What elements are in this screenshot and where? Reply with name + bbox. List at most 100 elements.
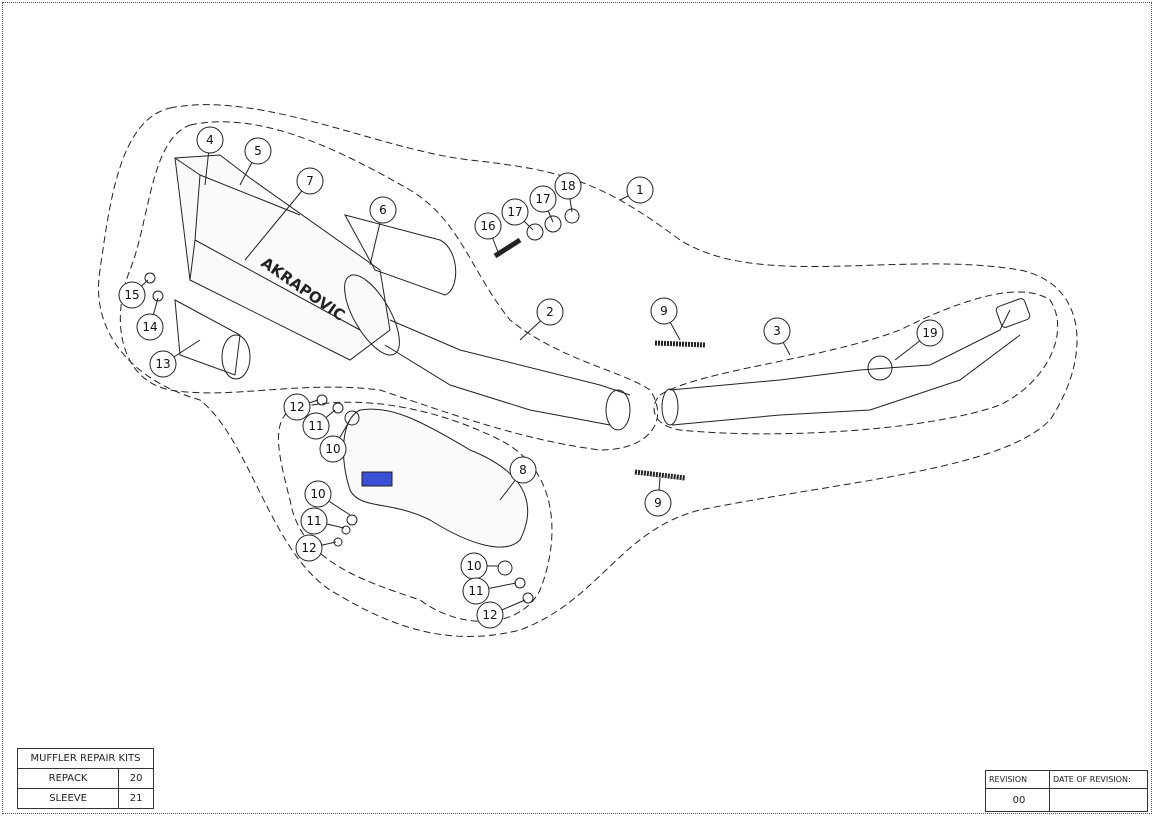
callout-circle (474, 212, 502, 240)
callout-10: 10 (319, 419, 351, 463)
callout-circle (462, 577, 490, 605)
callout-number: 4 (206, 133, 214, 147)
callout-number: 10 (466, 559, 481, 573)
callout-circle (916, 319, 944, 347)
callout-circle (244, 137, 272, 165)
callout-circle (283, 393, 311, 421)
callout-circle (476, 601, 504, 629)
callout-number: 16 (480, 219, 495, 233)
callout-11: 11 (462, 577, 517, 605)
callout-number: 7 (306, 174, 314, 188)
callout-number: 10 (325, 442, 340, 456)
washer-14 (152, 290, 164, 302)
callout-circle (300, 507, 328, 535)
callout-11: 11 (300, 507, 345, 535)
callout-7: 7 (244, 167, 324, 261)
callout-circle (369, 196, 397, 224)
callout-number: 17 (507, 205, 522, 219)
leader-line (244, 180, 311, 261)
callout-circle (536, 298, 564, 326)
callout-number: 12 (482, 608, 497, 622)
callout-number: 8 (519, 463, 527, 477)
washer-17b (544, 215, 562, 233)
date-of-revision-header: DATE OF REVISION: (1049, 770, 1148, 789)
callout-circle (763, 317, 791, 345)
callout-number: 17 (535, 192, 550, 206)
callout-number: 13 (155, 357, 170, 371)
callout-1: 1 (619, 176, 654, 204)
callout-5: 5 (239, 137, 272, 186)
spring-9-top (654, 340, 706, 348)
callout-circle (644, 489, 672, 517)
washer-17 (526, 223, 544, 241)
callout-9: 9 (650, 297, 681, 341)
endcap-13-opening (221, 334, 251, 380)
nut-15 (144, 272, 156, 284)
callout-number: 3 (773, 324, 781, 338)
group-outline-heatshield (278, 401, 553, 622)
kit-value: 21 (118, 788, 154, 809)
bracket-6 (344, 214, 457, 296)
callout-circle (302, 412, 330, 440)
callout-8: 8 (499, 456, 537, 501)
callout-17: 17 (529, 185, 557, 223)
callout-number: 11 (306, 514, 321, 528)
callout-number: 1 (636, 183, 644, 197)
callout-6: 6 (369, 196, 397, 266)
kit-label: SLEEVE (16, 788, 120, 809)
date-of-revision-value (1049, 788, 1148, 812)
callout-number: 9 (660, 304, 668, 318)
callout-number: 6 (379, 203, 387, 217)
bolt-16 (493, 237, 522, 259)
header-flange (995, 298, 1031, 328)
group-outline-header (653, 291, 1059, 435)
callout-number: 12 (289, 400, 304, 414)
callout-circle (149, 350, 177, 378)
callout-number: 12 (301, 541, 316, 555)
callout-17: 17 (501, 198, 534, 231)
callout-circle (650, 297, 678, 325)
callout-10: 10 (460, 552, 498, 580)
callout-10: 10 (304, 480, 351, 516)
callout-number: 11 (308, 419, 323, 433)
callout-number: 15 (124, 288, 139, 302)
callout-9: 9 (644, 477, 672, 517)
callout-circle (196, 126, 224, 154)
revision-value: 00 (985, 788, 1050, 812)
callout-3: 3 (763, 317, 791, 356)
callout-12: 12 (476, 599, 526, 629)
callout-circle (319, 435, 347, 463)
revision-header: REVISION (985, 770, 1050, 789)
callout-12: 12 (295, 534, 337, 562)
callout-11: 11 (302, 409, 336, 440)
callout-circle (304, 480, 332, 508)
heat-shield-badge (361, 471, 393, 487)
callout-number: 11 (468, 584, 483, 598)
group-outline-silencer (119, 121, 659, 451)
endcap-13 (174, 299, 241, 376)
callout-13: 13 (149, 339, 201, 378)
link-pipe-outlet (605, 389, 631, 431)
callout-number: 10 (310, 487, 325, 501)
repair-kits-title: MUFFLER REPAIR KITS (17, 748, 154, 769)
callout-number: 9 (654, 496, 662, 510)
link-pipe (384, 319, 631, 426)
callout-circle (529, 185, 557, 213)
callout-12: 12 (283, 393, 319, 421)
callout-number: 5 (254, 144, 262, 158)
callout-number: 19 (922, 326, 937, 340)
kit-value: 20 (118, 768, 154, 789)
callout-4: 4 (196, 126, 224, 186)
kit-label: REPACK (16, 768, 120, 789)
callout-16: 16 (474, 212, 502, 253)
callout-circle (554, 172, 582, 200)
callout-circle (509, 456, 537, 484)
header-inlet (661, 388, 679, 426)
callout-2: 2 (519, 298, 564, 341)
callout-18: 18 (554, 172, 582, 213)
